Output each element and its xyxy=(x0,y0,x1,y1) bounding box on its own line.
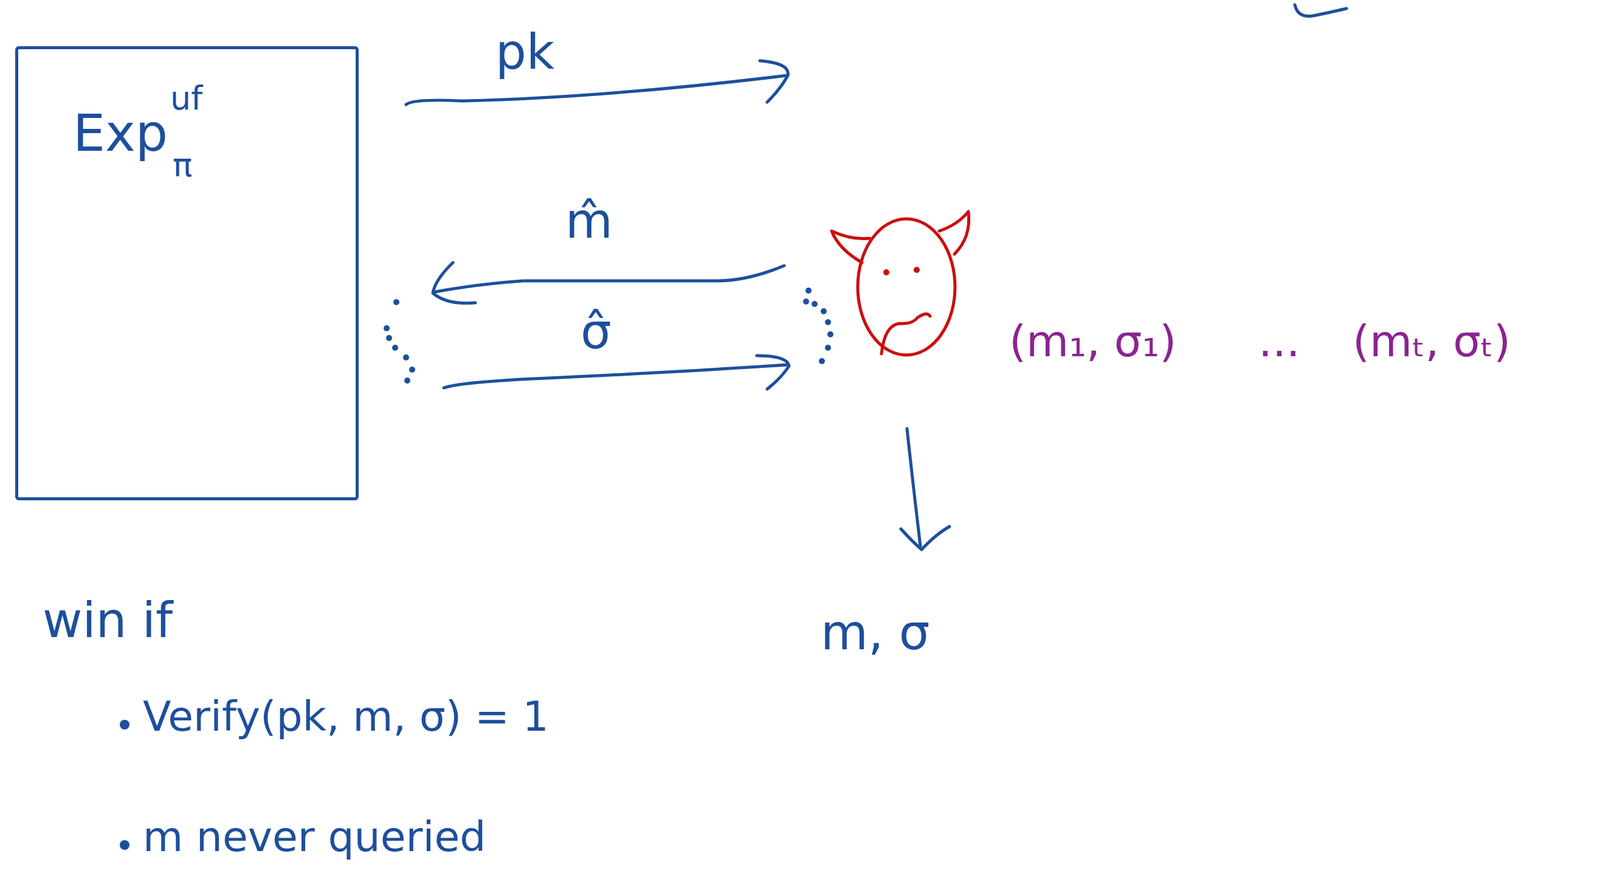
subscript: π xyxy=(172,146,193,185)
query-arrow xyxy=(435,265,785,292)
output-label: m, σ xyxy=(820,604,931,661)
ellipsis: ... xyxy=(1258,316,1301,367)
condition: Verify(pk, m, σ) = 1 xyxy=(142,693,549,741)
pk-arrow xyxy=(406,75,788,105)
experiment-name: Exp xyxy=(72,103,168,163)
output-arrow xyxy=(906,428,921,546)
repeat-dots xyxy=(383,287,834,384)
condition: m never queried xyxy=(142,813,486,861)
condition-heading: win if xyxy=(42,592,173,649)
superscript: uf xyxy=(170,79,203,118)
response-arrow xyxy=(443,364,788,388)
signature-label: σ̂ xyxy=(580,303,612,360)
arrow-head xyxy=(900,526,950,550)
pair-label: (m₁, σ₁) xyxy=(1009,316,1177,367)
arrow-head xyxy=(759,60,788,103)
arrow-head xyxy=(432,262,476,304)
stray-mark xyxy=(1294,4,1347,17)
message-label: pk xyxy=(495,24,555,81)
bullet xyxy=(119,719,130,850)
pair-label: (mₜ, σₜ) xyxy=(1352,316,1511,367)
arrow-head xyxy=(756,355,790,390)
adversary-devil xyxy=(831,211,969,356)
experiment-box: Expuf π xyxy=(15,46,359,501)
query-label: m̂ xyxy=(565,193,613,250)
